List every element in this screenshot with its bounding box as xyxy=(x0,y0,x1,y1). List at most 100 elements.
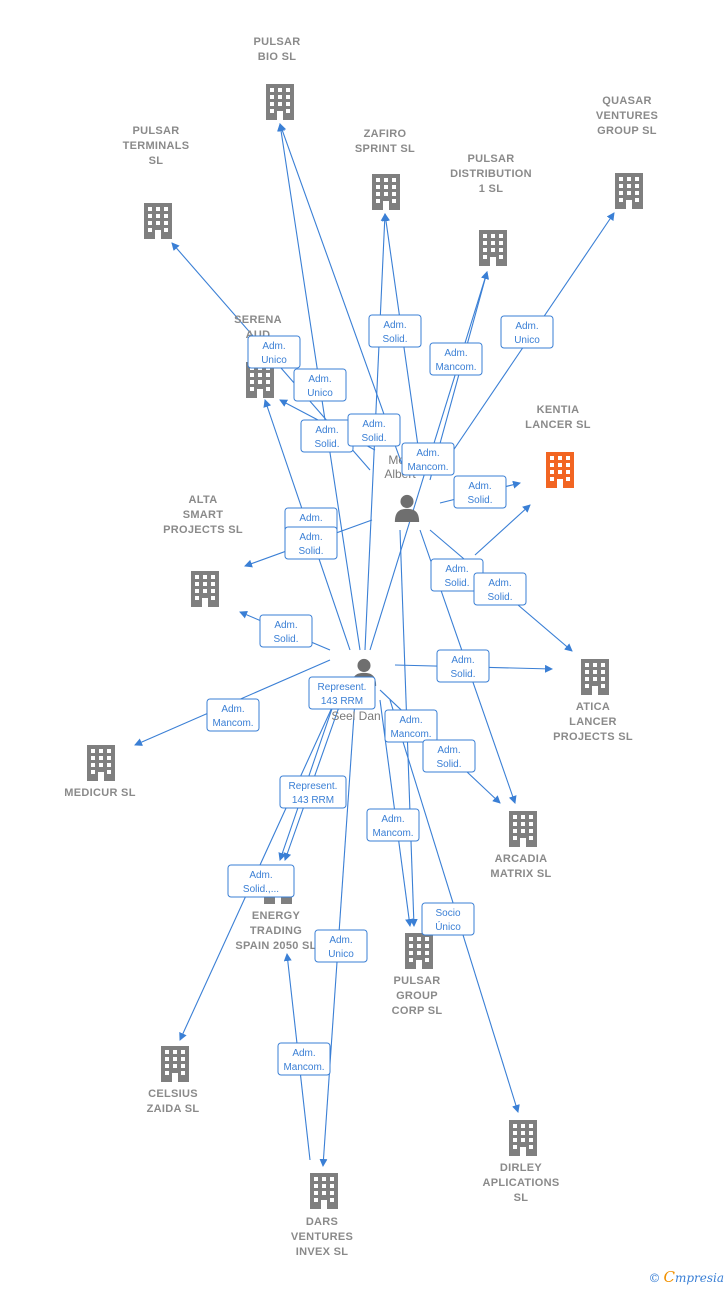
relation-label-box xyxy=(314,929,368,963)
company-label: MEDICUR SL xyxy=(64,787,135,799)
relation-label-text: 143 RRM xyxy=(321,696,363,707)
relation-label-text: Solid. xyxy=(298,546,323,557)
relation-label[interactable]: Adm.Solid. xyxy=(473,572,527,606)
building-icon xyxy=(266,84,294,120)
relation-label-text: Único xyxy=(435,920,461,933)
relation-label[interactable]: Adm.Solid. xyxy=(284,526,338,560)
relation-label[interactable]: Represent.143 RRM xyxy=(308,676,376,710)
relation-label-text: Adm. xyxy=(488,578,511,589)
relation-label-box xyxy=(421,902,475,936)
relation-label-text: Adm. xyxy=(329,935,352,946)
company-label: PULSAR xyxy=(253,36,300,48)
building-icon xyxy=(87,745,115,781)
relation-label[interactable]: Adm.Unico xyxy=(247,335,301,369)
relation-label-box xyxy=(293,368,347,402)
company-label: PROJECTS SL xyxy=(163,524,243,536)
company-label: ZAFIRO xyxy=(364,128,407,140)
relation-label-box xyxy=(500,315,554,349)
company-node-kentia[interactable]: KENTIA LANCER SL xyxy=(525,404,591,488)
relation-label[interactable]: Adm.Solid. xyxy=(300,419,354,453)
relation-label[interactable]: Adm. Solid. xyxy=(259,614,313,648)
company-label: 1 SL xyxy=(479,183,503,195)
relation-label-text: Solid. xyxy=(382,334,407,345)
brand-initial: C xyxy=(663,1268,675,1286)
company-label: ENERGY xyxy=(252,910,301,922)
relation-label[interactable]: Adm.Solid. xyxy=(430,558,484,592)
relation-label-box xyxy=(401,442,455,476)
relation-label[interactable]: Adm.Solid.,... xyxy=(227,864,295,898)
relation-label-box xyxy=(366,808,420,842)
relation-label-text: Adm. xyxy=(262,341,285,352)
company-label: DIRLEY xyxy=(500,1162,542,1174)
building-icon xyxy=(546,452,574,488)
relation-label-box xyxy=(453,475,507,509)
relation-label-text: Unico xyxy=(307,388,333,399)
company-label: PULSAR xyxy=(393,975,440,987)
person-label: Seel Dan xyxy=(331,709,380,723)
relation-label-text: Mancom. xyxy=(372,828,413,839)
relation-label[interactable]: Represent.143 RRM xyxy=(279,775,347,809)
company-label: LANCER SL xyxy=(525,419,591,431)
building-icon xyxy=(372,174,400,210)
relation-label[interactable]: Adm.Mancom. xyxy=(366,808,420,842)
relation-label[interactable]: Adm.Solid. xyxy=(422,739,476,773)
relation-label-text: Solid. xyxy=(467,495,492,506)
relation-edge xyxy=(283,689,346,861)
relation-label-text: Adm. xyxy=(274,620,297,631)
relation-label[interactable]: Adm.Solid. xyxy=(453,475,507,509)
relation-label-text: Mancom. xyxy=(212,718,253,729)
relation-label-box xyxy=(347,413,401,447)
company-label: ALTA xyxy=(189,494,218,506)
company-label: SERENA xyxy=(234,314,282,326)
relation-label[interactable]: Adm.Unico xyxy=(293,368,347,402)
company-label: CORP SL xyxy=(392,1005,443,1017)
relation-label[interactable]: Adm.Mancom. xyxy=(277,1042,331,1076)
building-icon xyxy=(161,1046,189,1082)
company-label: DARS xyxy=(306,1216,338,1228)
relation-label[interactable]: Adm.Mancom. xyxy=(401,442,455,476)
relation-label[interactable]: Adm.Unico xyxy=(314,929,368,963)
company-label: KENTIA xyxy=(537,404,580,416)
building-icon xyxy=(479,230,507,266)
relation-label[interactable]: Adm.Solid. xyxy=(436,649,490,683)
relation-label[interactable]: Adm.Solid. xyxy=(347,413,401,447)
relation-label[interactable]: Adm.Mancom. xyxy=(384,709,438,743)
relation-label-box xyxy=(247,335,301,369)
company-node-medicur[interactable]: MEDICUR SL xyxy=(64,745,135,799)
relation-label[interactable]: Adm.Unico xyxy=(500,315,554,349)
relation-label-box xyxy=(436,649,490,683)
relation-label-box xyxy=(277,1042,331,1076)
relation-label-text: Adm. xyxy=(315,425,338,436)
relation-label-text: Solid. xyxy=(444,578,469,589)
relation-edge xyxy=(474,504,531,556)
relation-label[interactable]: Adm.Mancom. xyxy=(206,698,260,732)
relation-label-text: Solid. xyxy=(273,634,298,645)
empresia-logo: ©Cmpresia xyxy=(648,1268,724,1286)
relation-label-text: Solid. xyxy=(450,669,475,680)
company-label: ATICA xyxy=(576,701,610,713)
company-label: SL xyxy=(149,155,164,167)
relation-label-text: Adm. xyxy=(383,320,406,331)
person-icon xyxy=(394,494,420,522)
relation-label-text: Adm. xyxy=(362,419,385,430)
company-label: PROJECTS SL xyxy=(553,731,633,743)
company-label: VENTURES xyxy=(291,1231,353,1243)
relation-label[interactable]: Adm.Mancom. xyxy=(429,342,483,376)
relation-label[interactable]: Adm. Solid. xyxy=(368,314,422,348)
relation-label-text: Adm. xyxy=(416,448,439,459)
